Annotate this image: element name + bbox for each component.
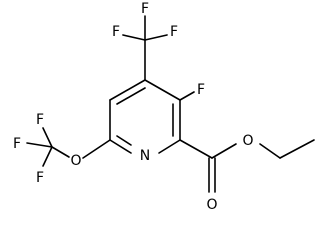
bond-c5-c4 bbox=[109, 79, 146, 101]
bond-n1-c6 bbox=[109, 139, 132, 154]
cf3-top-bonds bbox=[122, 15, 168, 81]
bond-c2-ccarbonyl bbox=[179, 139, 213, 159]
atom-o-ester: O bbox=[242, 133, 253, 149]
bond-cf3-f-right bbox=[144, 34, 168, 41]
bond-cf3-f-left bbox=[122, 34, 146, 41]
bond-ch2-ch3 bbox=[279, 139, 315, 159]
ring-bonds bbox=[109, 79, 181, 154]
molecule-structure: N F O O O F F F F F F bbox=[13, 1, 315, 213]
bond-c5-c4-inner bbox=[116, 87, 146, 105]
bond-c-o-ester bbox=[211, 143, 237, 159]
atom-f-cf3-top-right: F bbox=[170, 24, 178, 40]
atom-f-ocf3-bottom: F bbox=[36, 170, 44, 186]
atom-f-ocf3-top: F bbox=[36, 112, 44, 128]
bond-c4-c3 bbox=[144, 79, 181, 101]
atom-o-ether: O bbox=[70, 153, 81, 169]
bond-ocf3-f-left bbox=[26, 142, 53, 148]
bond-c2-n1 bbox=[158, 139, 181, 154]
ocf3-bonds bbox=[26, 127, 111, 167]
atom-f-ocf3-left: F bbox=[13, 136, 21, 152]
atom-n1: N bbox=[140, 148, 150, 164]
bond-n1-c6-inner bbox=[116, 135, 132, 146]
bond-ocf3-f-bottom bbox=[42, 146, 53, 167]
bond-c6-o bbox=[82, 139, 111, 159]
bond-o-ch2 bbox=[259, 143, 281, 159]
ester-bonds bbox=[179, 139, 315, 193]
atom-f-cf3-top-top: F bbox=[141, 1, 149, 17]
bond-o-cf3 bbox=[51, 146, 70, 158]
atom-f-cf3-top-left: F bbox=[112, 24, 120, 40]
atom-o-carbonyl: O bbox=[206, 197, 217, 213]
bond-ocf3-f-top bbox=[42, 127, 53, 148]
atom-f-ring: F bbox=[197, 82, 205, 98]
bond-c3-f bbox=[179, 91, 195, 101]
